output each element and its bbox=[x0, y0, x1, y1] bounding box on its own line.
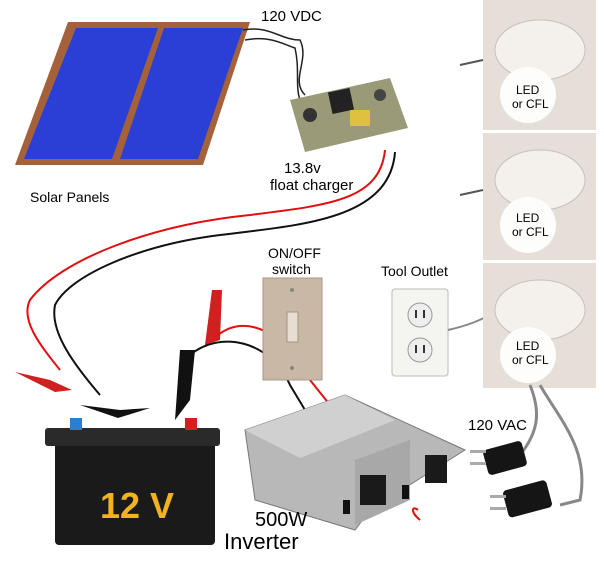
on-off-switch bbox=[262, 277, 323, 381]
black-charge-wire bbox=[53, 151, 396, 396]
switch-label-1: ON/OFF bbox=[268, 245, 321, 261]
charger-label-1: 13.8v bbox=[284, 160, 321, 177]
light-fixture-1 bbox=[483, 0, 596, 130]
dc-voltage-label: 120 VDC bbox=[261, 8, 322, 25]
tool-outlet-label: Tool Outlet bbox=[381, 263, 448, 279]
arrow-annotation bbox=[412, 507, 421, 521]
inverter bbox=[244, 394, 467, 531]
light-fixture-2 bbox=[483, 133, 596, 260]
light-fixture-3 bbox=[483, 263, 596, 388]
float-charger bbox=[290, 78, 408, 152]
charger-label-2: float charger bbox=[270, 177, 353, 194]
light-3-label-2: or CFL bbox=[512, 353, 549, 367]
red-charge-wire bbox=[26, 149, 386, 371]
light-2-label-1: LED bbox=[516, 211, 540, 225]
light-1-label-2: or CFL bbox=[512, 97, 549, 111]
light-2-label-2: or CFL bbox=[512, 225, 549, 239]
ac-voltage-label: 120 VAC bbox=[468, 417, 527, 434]
switch-label-2: switch bbox=[272, 261, 311, 277]
ac-cord bbox=[538, 384, 584, 507]
solar-panels-label: Solar Panels bbox=[30, 189, 109, 205]
inverter-label-2: Inverter bbox=[224, 529, 299, 554]
ac-plugs bbox=[470, 441, 552, 518]
battery-label: 12 V bbox=[100, 485, 174, 526]
light-3-label-1: LED bbox=[516, 339, 540, 353]
light-1-label-1: LED bbox=[516, 83, 540, 97]
inverter-clamps bbox=[175, 290, 222, 420]
dc-wire bbox=[242, 28, 306, 96]
tool-outlet bbox=[391, 288, 449, 377]
battery-clamps-left bbox=[15, 372, 150, 418]
inverter-label-1: 500W bbox=[255, 509, 307, 531]
solar-panels bbox=[15, 22, 250, 165]
battery bbox=[45, 418, 220, 545]
